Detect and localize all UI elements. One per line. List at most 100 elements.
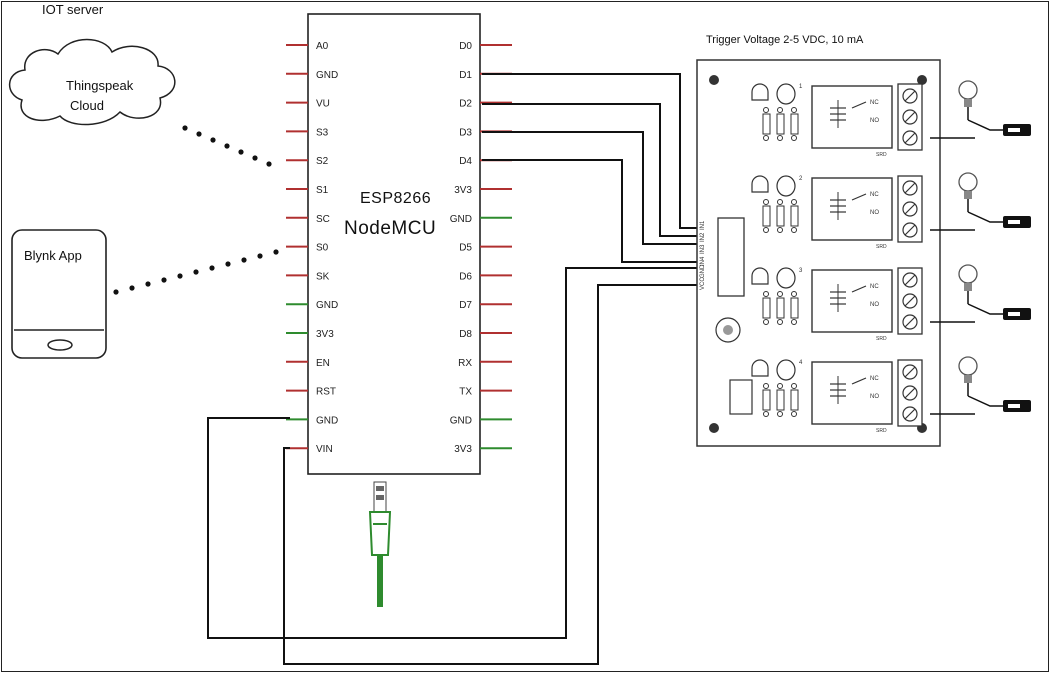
resistor [776, 205, 785, 227]
resistor [762, 113, 771, 135]
right-pin-label: D7 [459, 300, 472, 311]
left-pin-label: SK [316, 271, 330, 282]
bulb-base [964, 99, 972, 107]
left-pin-label: A0 [316, 41, 329, 52]
led [776, 267, 796, 289]
relay-body [811, 177, 893, 241]
no-label: NO [870, 118, 879, 124]
right-pin-label: D2 [459, 99, 472, 110]
blynk-app-label: Blynk App [24, 248, 82, 263]
chip-label: ESP8266 [360, 190, 432, 207]
relay-tag: SRD [876, 428, 887, 434]
right-pin-label: GND [450, 214, 472, 225]
resistor [762, 389, 771, 411]
left-pin-label: EN [316, 358, 330, 369]
relay-body [811, 361, 893, 425]
left-pin-label: S2 [316, 156, 329, 167]
resistor [776, 389, 785, 411]
relay-tag: SRD [876, 336, 887, 342]
signal-wires [482, 73, 712, 263]
right-pin-label: RX [458, 358, 472, 369]
relay-tag: SRD [876, 152, 887, 158]
right-pin-label: TX [459, 387, 472, 398]
left-pin-label: S3 [316, 127, 329, 138]
relay-body [811, 85, 893, 149]
power-wires [207, 267, 712, 665]
resistor [790, 205, 799, 227]
cloud-shape [8, 38, 176, 126]
right-pin-label: 3V3 [454, 444, 472, 455]
transistor [751, 175, 769, 193]
channel-number: 4 [799, 360, 803, 366]
channel-number: 2 [799, 176, 803, 182]
board-name-label: NodeMCU [344, 218, 437, 239]
bulb-icon [958, 356, 978, 376]
left-pin-label: RST [316, 387, 336, 398]
left-pin-label: 3V3 [316, 329, 334, 340]
nc-label: NC [870, 376, 879, 382]
resistor [790, 297, 799, 319]
load-group [930, 80, 1031, 415]
bulb-base [964, 191, 972, 199]
led [776, 359, 796, 381]
bulb-icon [958, 264, 978, 284]
relay-input-label: GND [700, 264, 706, 278]
relay-input-label: IN3 [700, 244, 706, 254]
no-label: NO [870, 394, 879, 400]
nc-label: NC [870, 192, 879, 198]
resistor [776, 297, 785, 319]
nc-label: NC [870, 100, 879, 106]
right-pin-label: D6 [459, 271, 472, 282]
led [776, 83, 796, 105]
transistor [751, 359, 769, 377]
resistor [776, 113, 785, 135]
phone-icon [11, 229, 107, 359]
relay-board-title: Trigger Voltage 2-5 VDC, 10 mA [706, 34, 864, 46]
resistor [762, 297, 771, 319]
bulb-base [964, 375, 972, 383]
resistor [762, 205, 771, 227]
left-pin-label: S0 [316, 243, 329, 254]
nodemcu-body [307, 13, 481, 475]
left-pin-label: GND [316, 300, 338, 311]
right-pin-label: D5 [459, 243, 472, 254]
iot-server-title: IOT server [42, 2, 104, 17]
bulb-icon [958, 80, 978, 100]
channel-number: 1 [799, 84, 803, 90]
relay-body [811, 269, 893, 333]
transistor [751, 83, 769, 101]
no-label: NO [870, 302, 879, 308]
relay-input-label: IN2 [700, 232, 706, 242]
relay-tag: SRD [876, 244, 887, 250]
bulb-icon [958, 172, 978, 192]
resistor [790, 389, 799, 411]
left-pin-label: S1 [316, 185, 329, 196]
led [776, 175, 796, 197]
right-pin-label: GND [450, 415, 472, 426]
cloud-label-line1: Thingspeak [66, 78, 134, 93]
cloud-label-line2: Cloud [70, 98, 104, 113]
nc-label: NC [870, 284, 879, 290]
right-pin-label: D4 [459, 156, 472, 167]
relay-input-label: IN1 [700, 220, 706, 230]
channel-number: 3 [799, 268, 803, 274]
left-pin-label: VU [316, 99, 330, 110]
left-pin-label: VIN [316, 444, 333, 455]
left-pin-label: GND [316, 415, 338, 426]
right-pin-label: D1 [459, 70, 472, 81]
no-label: NO [870, 210, 879, 216]
right-pin-label: 3V3 [454, 185, 472, 196]
right-pin-label: D8 [459, 329, 472, 340]
right-pin-label: D0 [459, 41, 472, 52]
transistor [751, 267, 769, 285]
resistor [790, 113, 799, 135]
left-pin-label: SC [316, 214, 330, 225]
wireless-links [113, 125, 279, 295]
relay-input-label: VCC [700, 277, 706, 290]
left-pin-label: GND [316, 70, 338, 81]
